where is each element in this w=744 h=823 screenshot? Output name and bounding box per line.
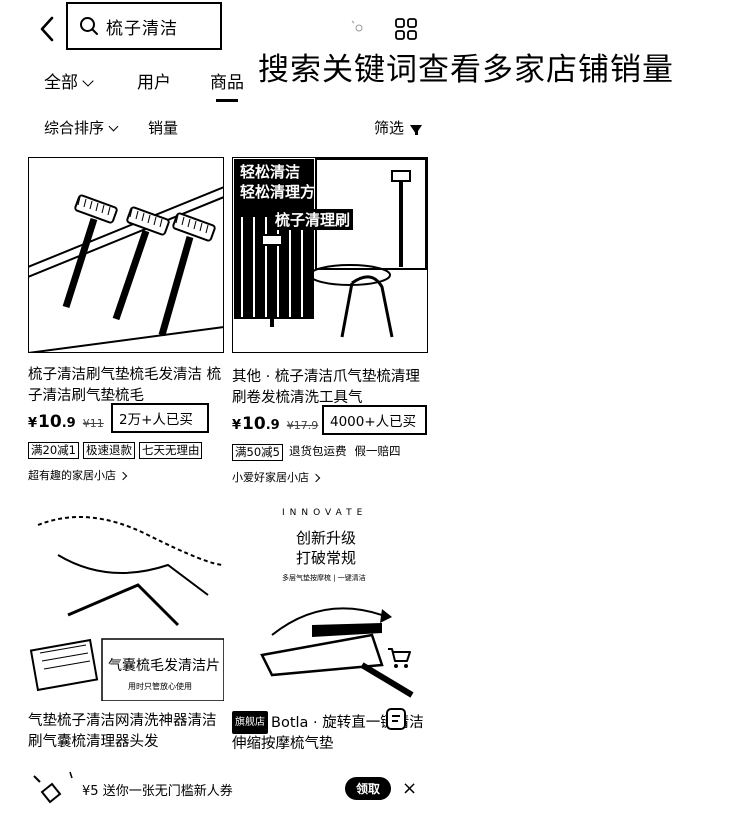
image-caption: 用时只管放心使用: [128, 682, 192, 691]
shop-link[interactable]: 超有趣的家居小店: [28, 467, 224, 483]
flagship-badge: 旗舰店: [232, 711, 268, 734]
filter-icon: [410, 125, 422, 135]
sold-count-badge: 2万+人已买: [111, 403, 209, 433]
coupon-gift-icon: [33, 771, 73, 804]
tab-products[interactable]: 商品: [210, 68, 244, 102]
rotating-comb-illustration: [232, 505, 428, 701]
chevron-right-icon: [118, 471, 128, 481]
comb-cleaner-illustration: [28, 157, 224, 353]
comb-cleaner-illustration: [232, 157, 428, 353]
close-icon[interactable]: ×: [402, 778, 418, 799]
sort-sales[interactable]: 销量: [148, 119, 179, 137]
back-arrow-icon[interactable]: [36, 14, 60, 44]
product-image[interactable]: 轻松清洁 轻松清理方 梳子清理刷: [232, 157, 428, 353]
annotation-title: 搜索关键词查看多家店铺销量: [258, 52, 674, 88]
product-image[interactable]: [28, 157, 224, 353]
promo-tag: 极速退款: [82, 442, 135, 459]
sold-count-badge: 4000+人已买: [322, 405, 427, 435]
sort-bar: 综合排序 销量 筛选: [44, 117, 422, 141]
product-card[interactable]: 气囊梳毛发清洁片 用时只管放心使用 气垫梳子清洁网清洗神器清洁刷气囊梳清理器头发: [28, 505, 224, 753]
shop-link[interactable]: 小爱好家居小店: [232, 469, 428, 485]
coupon-text: ¥5 送你一张无门槛新人券: [82, 784, 233, 799]
product-image[interactable]: 气囊梳毛发清洁片 用时只管放心使用: [28, 505, 224, 701]
image-caption: INNOVATE: [282, 508, 368, 518]
filter-button[interactable]: 筛选: [374, 117, 422, 138]
promo-tag: 满20减1: [28, 442, 79, 459]
search-input[interactable]: 梳子清洁: [66, 2, 222, 50]
promo-tag: 退货包运费: [288, 444, 347, 458]
image-caption: 梳子清理刷: [272, 209, 354, 230]
image-caption: 轻松清洁: [240, 163, 301, 181]
category-grid-icon[interactable]: [394, 17, 418, 41]
product-name[interactable]: 其他 · 梳子清洁爪气垫梳清理刷卷发梳清洗工具气: [232, 369, 420, 406]
product-price: ¥10.9: [28, 412, 76, 432]
chevron-right-icon: [311, 473, 321, 483]
tab-users[interactable]: 用户: [137, 73, 171, 93]
notes-icon[interactable]: [384, 706, 410, 732]
promo-tag: 满50减5: [232, 444, 283, 461]
product-card[interactable]: 梳子清洁刷气垫梳毛发清洁 梳子清洁刷气垫梳毛 ¥10.9 ¥11 2万+人已买 …: [28, 157, 224, 483]
image-caption: 打破常规: [296, 549, 357, 567]
image-caption: 轻松清理方: [240, 183, 316, 201]
claim-coupon-button[interactable]: 领取: [345, 777, 391, 800]
product-price: ¥10.9: [232, 414, 280, 434]
product-card[interactable]: 轻松清洁 轻松清理方 梳子清理刷 其他 · 梳子清洁爪气垫梳清理刷卷发梳清洗工具…: [232, 157, 428, 485]
product-name[interactable]: 梳子清洁刷气垫梳毛发清洁 梳子清洁刷气垫梳毛: [28, 367, 222, 404]
search-icon: [80, 17, 98, 35]
promo-tag: 七天无理由: [138, 442, 203, 459]
promo-tags: 满50减5 退货包运费 假一赔四: [232, 444, 428, 461]
promo-tag: 假一赔四: [354, 444, 401, 458]
product-name[interactable]: 气垫梳子清洁网清洗神器清洁刷气囊梳清理器头发: [28, 713, 217, 750]
sort-overall[interactable]: 综合排序: [44, 117, 119, 138]
camera-icon[interactable]: [348, 17, 370, 37]
product-image[interactable]: INNOVATE 创新升级 打破常规 多层气垫按摩梳 | 一键清洁: [232, 505, 428, 701]
promo-tags: 满20减1 极速退款 七天无理由: [28, 442, 224, 459]
tab-all[interactable]: 全部: [44, 68, 94, 93]
search-query: 梳子清洁: [106, 18, 178, 39]
cleaning-net-illustration: [28, 505, 224, 701]
image-caption: 气囊梳毛发清洁片: [108, 658, 220, 674]
original-price: ¥17.9: [286, 419, 319, 432]
search-tabs: 全部 用户 商品: [44, 68, 294, 102]
original-price: ¥11: [82, 417, 104, 430]
image-caption: 创新升级: [296, 529, 357, 547]
new-user-coupon-banner[interactable]: ¥5 送你一张无门槛新人券 领取 ×: [28, 766, 428, 806]
image-caption: 多层气垫按摩梳 | 一键清洁: [282, 574, 366, 582]
chevron-down-icon: [108, 121, 119, 132]
price-row: ¥10.9 ¥17.9 4000+人已买: [232, 405, 428, 440]
price-row: ¥10.9 ¥11 2万+人已买: [28, 403, 224, 438]
shopping-cart-icon[interactable]: [386, 646, 412, 670]
chevron-down-icon: [82, 75, 94, 87]
